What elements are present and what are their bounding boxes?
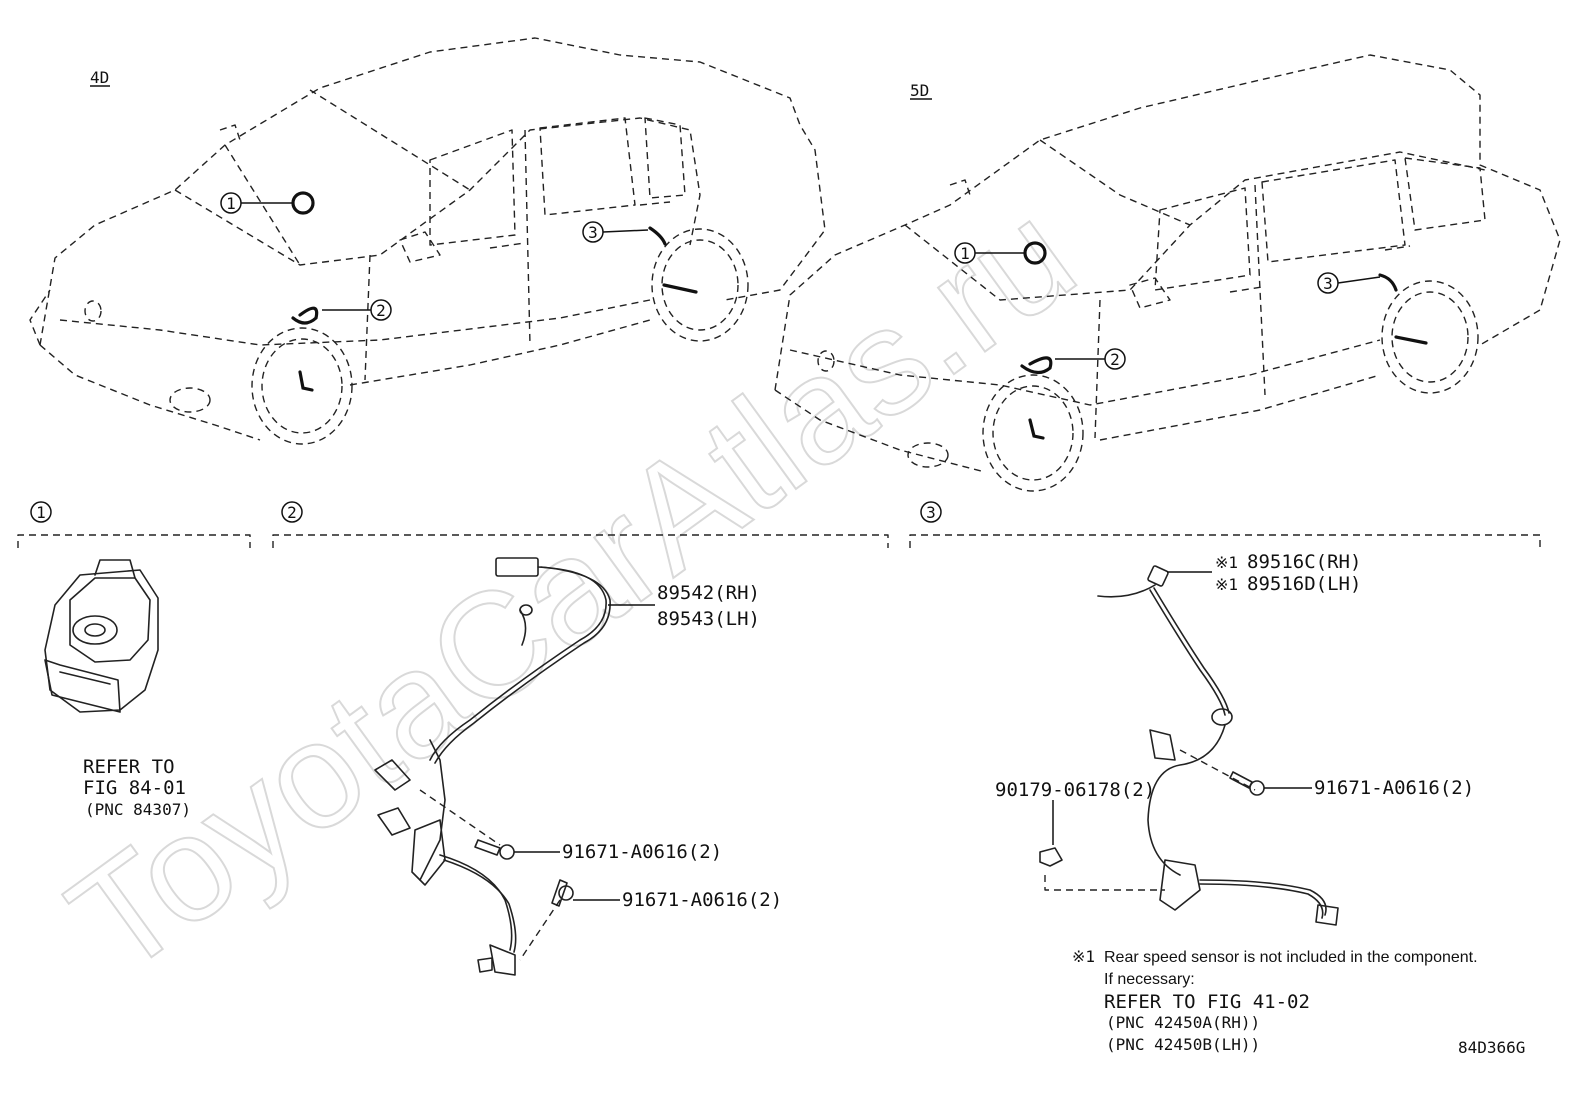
sedan-airbag-sensor-marker [291, 191, 315, 215]
section-3-part-rh: 89516C(RH) [1247, 551, 1361, 573]
section-1-fig: FIG 84-01 [83, 777, 186, 799]
wagon-variant-label: 5D [910, 81, 929, 100]
svg-text:1: 1 [226, 194, 236, 213]
svg-text:3: 3 [588, 223, 598, 242]
watermark: ToyotaCarAtlas.ru [40, 169, 1103, 1006]
svg-text:If necessary:: If necessary: [1104, 971, 1195, 988]
section-3-number: 3 [926, 503, 936, 522]
section-3-mark-lh: ※1 [1215, 575, 1238, 594]
sedan-variant-label: 4D [90, 68, 109, 87]
wagon-callout-1: 1 [954, 242, 1024, 264]
sedan-callout-2: 2 [322, 299, 392, 321]
spiral-cable-part [44, 559, 159, 713]
svg-text:(PNC 42450A(RH)): (PNC 42450A(RH)) [1106, 1013, 1260, 1032]
section-3-clip [1039, 847, 1063, 867]
sedan-callout-3: 3 [582, 221, 649, 243]
section-1-number: 1 [36, 503, 46, 522]
wagon-illustration: 5D 1 2 [774, 54, 1561, 492]
svg-text:※1: ※1 [1072, 947, 1095, 966]
section-3-clip-label: 90179-06178(2) [995, 779, 1155, 801]
section-2: 2 89542(RH) 89543(LH) [272, 501, 889, 976]
section-1-pnc: (PNC 84307) [85, 800, 191, 819]
svg-text:3: 3 [1323, 274, 1333, 293]
section-3-bolt [1229, 771, 1265, 796]
svg-text:1: 1 [960, 244, 970, 263]
svg-text:2: 2 [376, 301, 386, 320]
section-1-refer: REFER TO [83, 756, 175, 778]
section-2-bolt-b-label: 91671-A0616(2) [622, 889, 782, 911]
section-2-part-rh: 89542(RH) [657, 582, 760, 604]
sedan-callout-1: 1 [220, 192, 292, 214]
wagon-airbag-sensor-marker [1023, 241, 1047, 265]
figure-code: 84D366G [1458, 1038, 1525, 1057]
front-speed-sensor-harness [374, 557, 611, 976]
sedan-illustration: 4D 1 [29, 37, 826, 445]
section-2-bolt-a-label: 91671-A0616(2) [562, 841, 722, 863]
section-3-part-lh: 89516D(LH) [1247, 573, 1361, 595]
section-3-mark-rh: ※1 [1215, 553, 1238, 572]
section-3-note: ※1 Rear speed sensor is not included in … [1072, 947, 1478, 1054]
section-3-bolt-label: 91671-A0616(2) [1314, 777, 1474, 799]
section-3: 3 ※1 89516C(RH) ※1 89516D(LH) [909, 501, 1541, 1054]
rear-speed-sensor-harness [1097, 565, 1339, 926]
section-2-part-lh: 89543(LH) [657, 608, 760, 630]
svg-text:2: 2 [1110, 350, 1120, 369]
section-1: 1 REFER TO FIG 84-01 (PNC 84307) [17, 501, 251, 819]
wagon-callout-3: 3 [1317, 272, 1381, 294]
section-2-number: 2 [287, 503, 297, 522]
section-2-bolt-a [474, 839, 515, 860]
svg-text:Rear speed sensor is not inclu: Rear speed sensor is not included in the… [1104, 949, 1478, 966]
svg-text:REFER TO FIG 41-02: REFER TO FIG 41-02 [1104, 991, 1310, 1013]
wagon-callout-2: 2 [1055, 348, 1126, 370]
section-2-bolt-b [551, 879, 574, 907]
svg-text:(PNC 42450B(LH)): (PNC 42450B(LH)) [1106, 1035, 1260, 1054]
